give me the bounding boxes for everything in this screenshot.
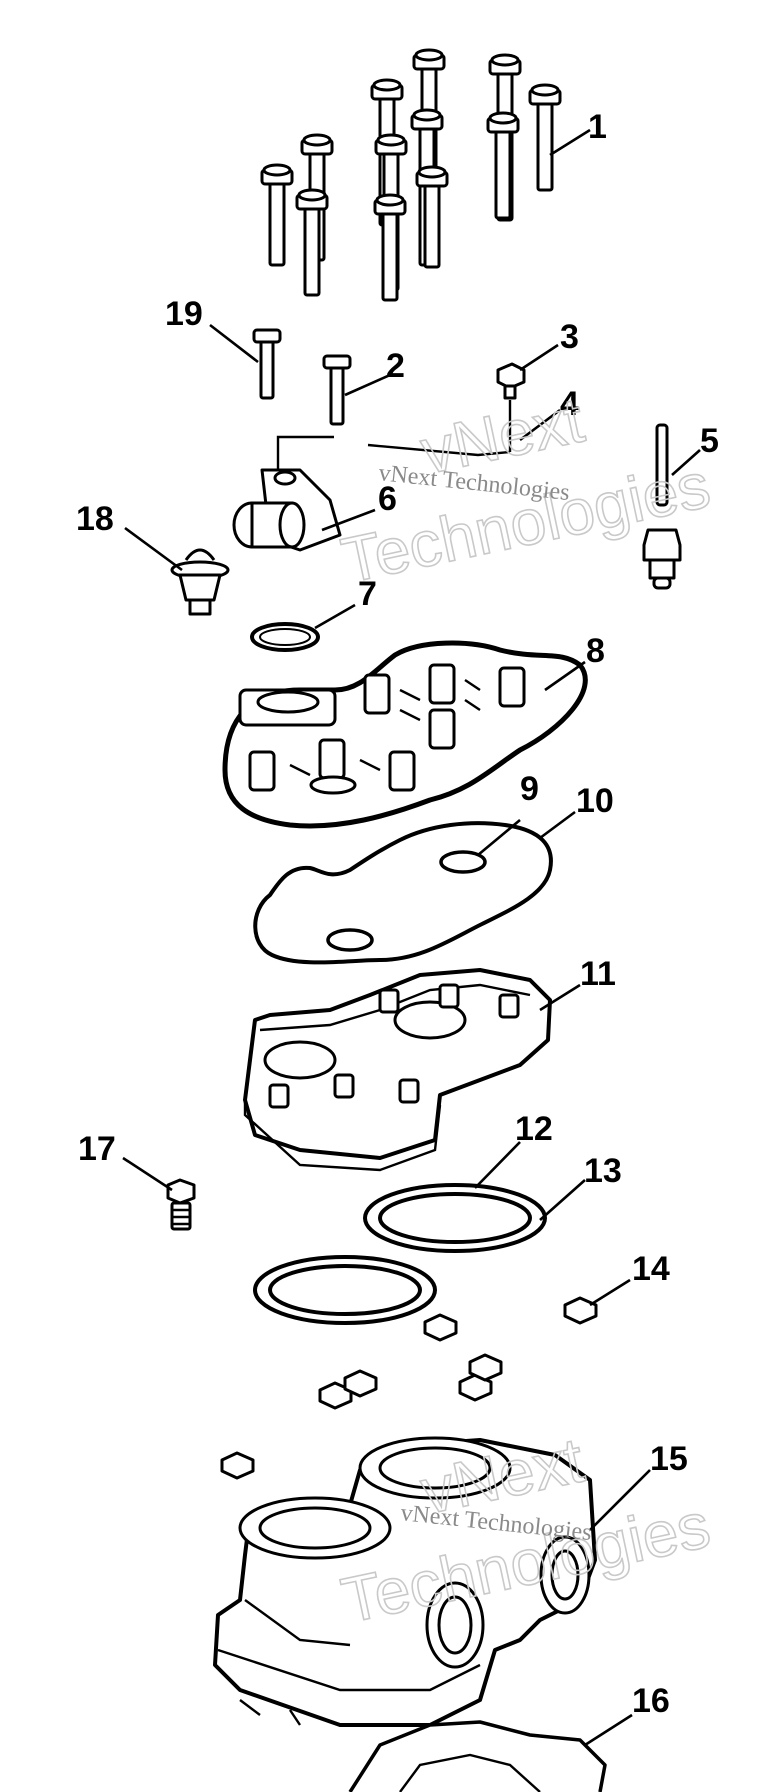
part-10-gasket [253,821,553,965]
part-7-o-ring [250,622,320,652]
callout-13: 13 [584,1152,622,1190]
callout-17: 17 [78,1130,116,1168]
callout-18: 18 [76,500,114,538]
callout-11: 11 [580,955,616,993]
part-9-o-ring [439,850,487,874]
part-5-sensor [642,423,682,590]
part-14-nuts [220,1296,598,1480]
callout-1: 1 [588,108,607,146]
callout-7: 7 [358,575,377,613]
part-17-plug [166,1178,196,1231]
callout-6: 6 [378,480,397,518]
part-12-13-o-rings [253,1183,547,1325]
callout-8: 8 [586,632,605,670]
part-6-water-outlet [232,468,342,552]
part-18-thermostat [170,548,230,616]
callout-labels: 1 2 3 4 5 6 7 8 9 10 11 12 13 14 15 16 1… [76,108,719,1720]
part-16-base-gasket [348,1720,607,1792]
part-2-bolt [322,354,352,426]
part-9-o-ring-lower [326,928,374,952]
part-4-fitting [276,400,512,470]
callout-9: 9 [520,770,539,808]
callout-10: 10 [576,782,614,820]
callout-5: 5 [700,422,719,460]
callout-16: 16 [632,1682,670,1720]
callout-2: 2 [386,347,405,385]
callout-12: 12 [515,1110,553,1148]
part-3-screw [496,362,526,400]
part-8-head-cover [222,640,588,829]
part-15-cylinder-block [213,1436,597,1727]
part-11-cylinder-head [243,968,552,1172]
part-19-bolt [252,328,282,400]
callout-3: 3 [560,318,579,356]
callout-15: 15 [650,1440,688,1478]
leader-lines [122,128,701,1747]
callout-19: 19 [165,295,203,333]
callout-14: 14 [632,1250,670,1288]
callout-4: 4 [560,385,579,423]
part-1-head-bolts [260,48,562,302]
